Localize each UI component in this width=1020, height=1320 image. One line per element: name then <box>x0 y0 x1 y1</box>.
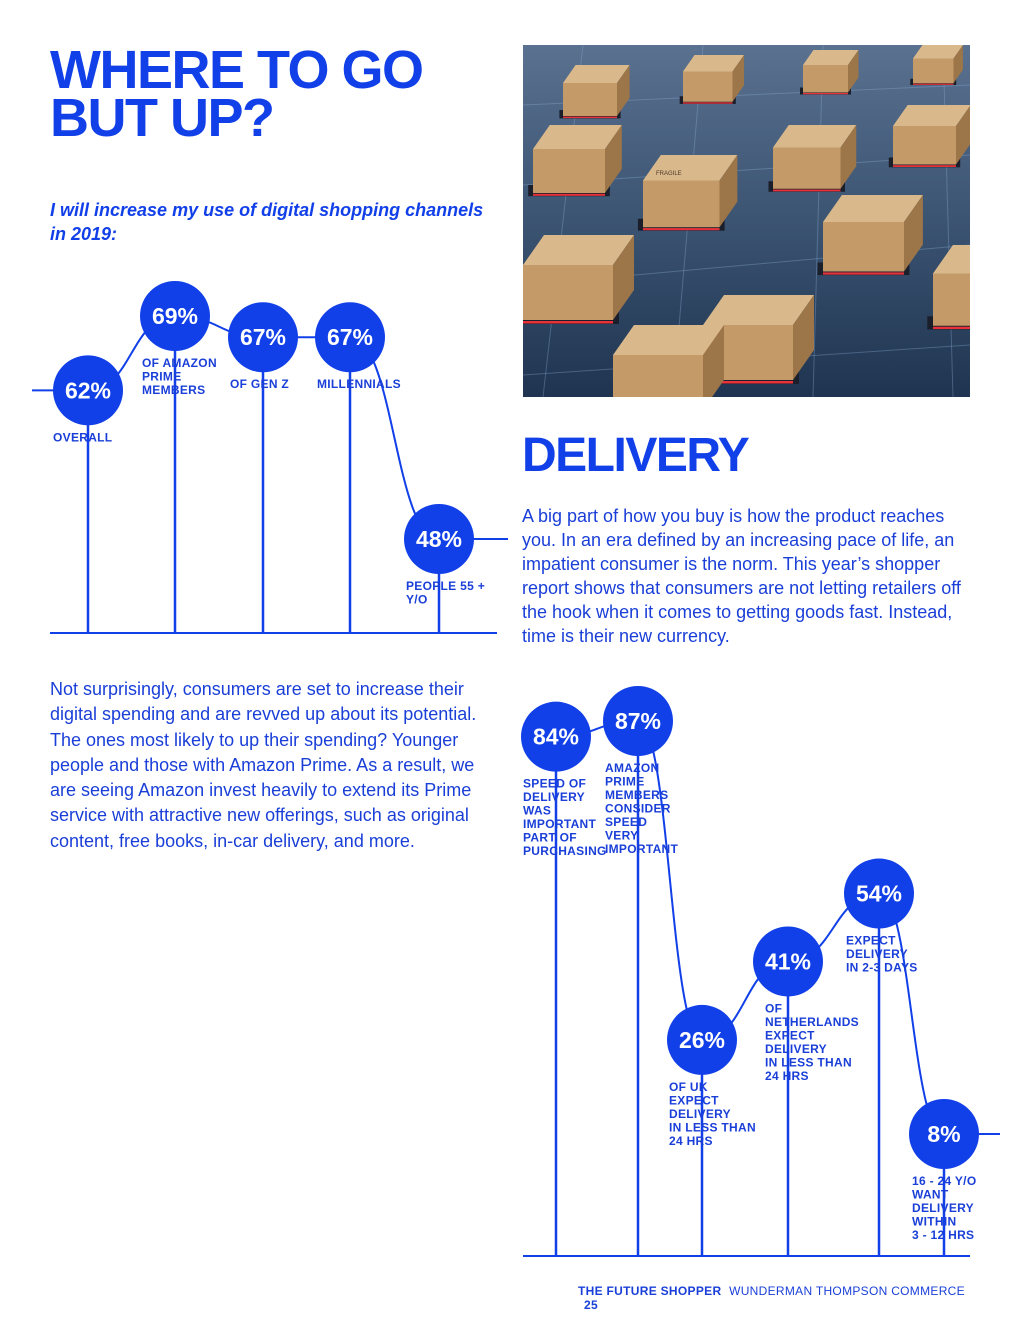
chart-subtitle: I will increase my use of digital shoppi… <box>50 200 484 244</box>
delivery-paragraph: A big part of how you buy is how the pro… <box>522 506 961 646</box>
data-bubble <box>140 281 210 351</box>
value-label: 48% <box>416 526 462 552</box>
data-bubble <box>521 701 591 772</box>
warehouse-boxes-photo: FRAGILE <box>523 45 970 397</box>
data-bubble <box>667 1004 737 1075</box>
data-bubble <box>844 858 914 929</box>
value-label: 67% <box>327 324 373 350</box>
page-footer: THE FUTURE SHOPPER WUNDERMAN THOMPSON CO… <box>578 1284 978 1312</box>
data-bubble <box>228 302 298 373</box>
category-label: OVERALL <box>53 430 112 444</box>
title-line-1: WHERE TO GO <box>50 40 424 100</box>
spending-paragraph: Not surprisingly, consumers are set to i… <box>50 679 477 851</box>
data-bubble <box>909 1099 979 1169</box>
value-label: 69% <box>152 303 198 329</box>
category-label: OF GEN Z <box>230 377 289 391</box>
fragile-label: FRAGILE <box>656 171 682 177</box>
category-label: MILLENNIALS <box>317 377 401 391</box>
page-number: 25 <box>584 1298 598 1312</box>
data-bubble <box>603 686 673 756</box>
category-label: PEOPLE 55 +Y/O <box>406 579 485 607</box>
footer-company: WUNDERMAN THOMPSON COMMERCE <box>729 1284 965 1298</box>
data-bubble <box>53 355 123 426</box>
value-label: 54% <box>856 881 902 907</box>
page-title: WHERE TO GO BUT UP? <box>50 40 490 148</box>
value-label: 84% <box>533 724 579 750</box>
value-label: 87% <box>615 708 661 734</box>
footer-report-name: THE FUTURE SHOPPER <box>578 1284 722 1298</box>
delivery-heading: DELIVERY <box>522 429 750 482</box>
value-label: 26% <box>679 1027 725 1053</box>
data-bubble <box>753 926 823 997</box>
value-label: 8% <box>927 1121 960 1147</box>
data-bubble <box>315 302 385 373</box>
data-bubble <box>404 504 474 574</box>
value-label: 62% <box>65 377 111 403</box>
value-label: 41% <box>765 948 811 974</box>
value-label: 67% <box>240 324 286 350</box>
title-line-2: BUT UP? <box>50 88 275 148</box>
